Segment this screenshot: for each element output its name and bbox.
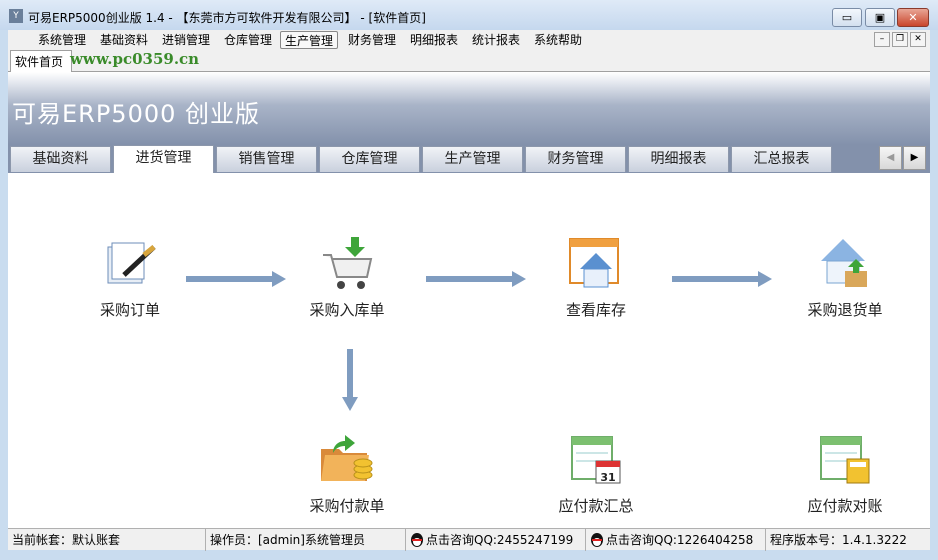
node-purchase-payment[interactable]: 采购付款单 xyxy=(287,431,407,516)
node-label: 采购入库单 xyxy=(309,301,385,319)
order-pen-icon xyxy=(107,242,156,284)
module-tabs: 基础资料 进货管理 销售管理 仓库管理 生产管理 财务管理 明细报表 汇总报表 … xyxy=(8,145,930,173)
menu-production[interactable]: 生产管理 xyxy=(280,31,339,49)
tab-scroll-left[interactable]: ◀ xyxy=(879,146,902,170)
arrow-down-icon xyxy=(342,349,358,411)
calculator-sheet-icon xyxy=(820,436,870,484)
title-bar: Y 可易ERP5000创业版 1.4 - 【东莞市方可软件开发有限公司】 - [… xyxy=(0,0,938,30)
menu-bar: 系统管理 基础资料 进销管理 仓库管理 生产管理 财务管理 明细报表 统计报表 … xyxy=(8,30,930,50)
menu-help[interactable]: 系统帮助 xyxy=(534,33,583,47)
arrow-right-icon xyxy=(426,271,526,287)
tab-basic[interactable]: 基础资料 xyxy=(10,146,111,172)
maximize-button[interactable]: ▣ xyxy=(865,8,895,27)
arrow-right-icon xyxy=(186,271,286,287)
mdi-restore-button[interactable]: ❐ xyxy=(892,32,908,47)
tab-scroll-right[interactable]: ▶ xyxy=(903,146,926,170)
document-tabs: 软件首页 xyxy=(8,50,930,73)
qq1-text: 点击咨询QQ:2455247199 xyxy=(426,533,574,547)
house-window-icon xyxy=(569,238,619,288)
status-operator: 操作员：[admin]系统管理员 xyxy=(206,529,406,551)
status-account: 当前帐套：默认账套 xyxy=(8,529,206,551)
house-box-icon xyxy=(821,239,867,287)
node-label: 采购付款单 xyxy=(309,497,385,515)
app-icon: Y xyxy=(9,9,23,23)
tab-detail-report[interactable]: 明细报表 xyxy=(628,146,729,172)
menu-stat-report[interactable]: 统计报表 xyxy=(472,33,521,47)
mdi-minimize-button[interactable]: – xyxy=(874,32,890,47)
node-payable-summary[interactable]: 31 应付款汇总 xyxy=(536,431,656,516)
node-label: 应付款汇总 xyxy=(558,497,634,515)
menu-warehouse[interactable]: 仓库管理 xyxy=(224,33,273,47)
node-label: 采购退货单 xyxy=(807,301,883,319)
status-qq2[interactable]: 点击咨询QQ:1226404258 xyxy=(586,529,766,551)
status-version: 程序版本号：1.4.1.3222 xyxy=(770,533,907,547)
tab-purchase[interactable]: 进货管理 xyxy=(113,145,214,173)
calendar-day: 31 xyxy=(600,471,615,484)
close-button[interactable]: ✕ xyxy=(897,8,929,27)
node-payable-reconcile[interactable]: 应付款对账 xyxy=(785,431,905,516)
workflow-panel: 采购订单 采购入库单 查看库存 采购退货单 采购付款单 31 应付款汇总 应付款… xyxy=(8,173,930,528)
menu-finance[interactable]: 财务管理 xyxy=(348,33,397,47)
tab-sales[interactable]: 销售管理 xyxy=(216,146,317,172)
tab-finance[interactable]: 财务管理 xyxy=(525,146,626,172)
calendar-sheet-icon: 31 xyxy=(571,436,621,484)
qq-penguin-icon xyxy=(591,533,603,547)
node-view-stock[interactable]: 查看库存 xyxy=(536,235,656,320)
qq-penguin-icon xyxy=(411,533,423,547)
shopping-cart-icon xyxy=(323,237,373,289)
menu-detail-report[interactable]: 明细报表 xyxy=(410,33,459,47)
watermark: www.pc0359.cn xyxy=(70,50,200,68)
menu-sales[interactable]: 进销管理 xyxy=(162,33,211,47)
tab-warehouse[interactable]: 仓库管理 xyxy=(319,146,420,172)
window-title: 可易ERP5000创业版 1.4 - 【东莞市方可软件开发有限公司】 - [软件… xyxy=(28,11,426,25)
mdi-close-button[interactable]: ✕ xyxy=(910,32,926,47)
status-bar: 当前帐套：默认账套 操作员：[admin]系统管理员 点击咨询QQ:245524… xyxy=(8,528,930,551)
doc-tab-home[interactable]: 软件首页 xyxy=(10,50,72,73)
banner: 可易ERP5000 创业版 xyxy=(8,72,930,145)
node-label: 查看库存 xyxy=(565,301,626,319)
menu-basic[interactable]: 基础资料 xyxy=(100,33,149,47)
banner-title: 可易ERP5000 创业版 xyxy=(12,100,261,128)
tab-summary-report[interactable]: 汇总报表 xyxy=(731,146,832,172)
folder-coins-icon xyxy=(321,435,373,481)
node-purchase-order[interactable]: 采购订单 xyxy=(70,235,190,320)
menu-system[interactable]: 系统管理 xyxy=(38,33,87,47)
node-purchase-return[interactable]: 采购退货单 xyxy=(785,235,905,320)
tab-production[interactable]: 生产管理 xyxy=(422,146,523,172)
arrow-right-icon xyxy=(672,271,772,287)
minimize-button[interactable]: ▭ xyxy=(832,8,862,27)
qq2-text: 点击咨询QQ:1226404258 xyxy=(606,533,754,547)
node-label: 采购订单 xyxy=(99,301,160,319)
node-label: 应付款对账 xyxy=(807,497,883,515)
node-purchase-inbound[interactable]: 采购入库单 xyxy=(287,235,407,320)
status-qq1[interactable]: 点击咨询QQ:2455247199 xyxy=(406,529,586,551)
